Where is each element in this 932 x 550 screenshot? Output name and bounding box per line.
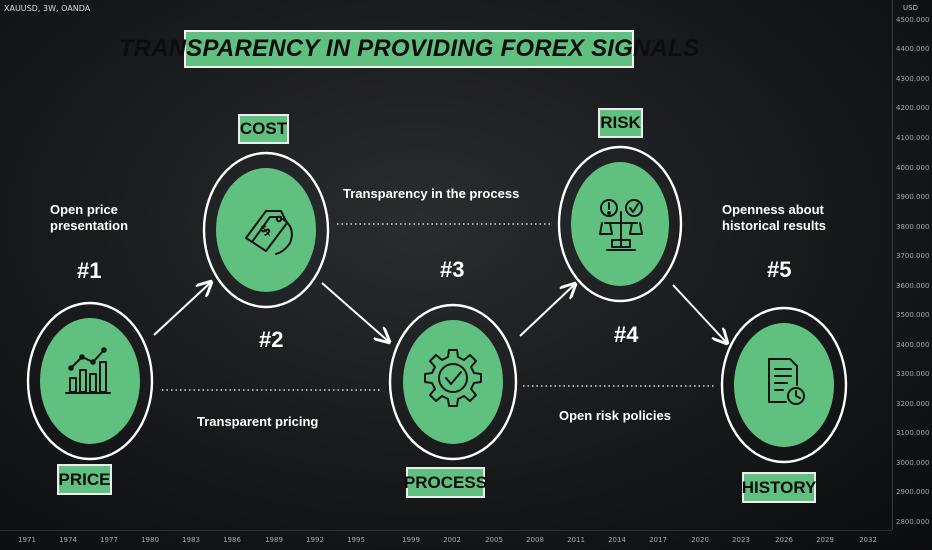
time-tick: 1986 (223, 536, 241, 544)
risk-caption: Open risk policies (559, 408, 671, 423)
time-tick: 2005 (485, 536, 503, 544)
chart-symbol[interactable]: XAUUSD, 3W, OANDA (4, 4, 91, 13)
price-tick: 3900.000 (896, 193, 930, 201)
cost-circle (202, 151, 330, 309)
price-tick: 4400.000 (896, 45, 930, 53)
cost-label: COST (238, 114, 289, 144)
step-number-1: #1 (77, 258, 102, 283)
time-tick: 2011 (567, 536, 585, 544)
time-tick: 1999 (402, 536, 420, 544)
price-tick: 3100.000 (896, 429, 930, 437)
process-caption: Transparency in the process (343, 186, 520, 201)
time-axis-line (0, 530, 892, 531)
risk-label: RISK (598, 108, 643, 138)
price-tick: 4500.000 (896, 16, 930, 24)
price-axis-line (892, 0, 893, 530)
step-number-5: #5 (767, 257, 792, 282)
step-number-4: #4 (614, 322, 639, 347)
time-tick: 2023 (732, 536, 750, 544)
history-caption: Openness about historical results (722, 202, 827, 233)
price-tick: 3000.000 (896, 459, 930, 467)
time-tick: 2026 (775, 536, 793, 544)
time-tick: 1983 (182, 536, 200, 544)
price-tick: 3300.000 (896, 370, 930, 378)
bar-chart-icon (65, 347, 111, 394)
price-tick: 4000.000 (896, 164, 930, 172)
time-tick: 2017 (649, 536, 667, 544)
price-tick: 3700.000 (896, 252, 930, 260)
balance-scale-icon (599, 199, 643, 251)
time-tick: 2029 (816, 536, 834, 544)
arrow-right-down (321, 282, 388, 341)
price-tick: 3500.000 (896, 311, 930, 319)
price-tick: 3800.000 (896, 223, 930, 231)
price-tick: 4100.000 (896, 134, 930, 142)
gear-check-icon (424, 349, 482, 407)
price-tick: 3400.000 (896, 341, 930, 349)
arrow-right-up (153, 283, 210, 336)
time-tick: 2014 (608, 536, 626, 544)
time-tick: 1980 (141, 536, 159, 544)
title-text: TRANSPARENCY IN PROVIDING FOREX SIGNALS (118, 35, 700, 62)
arrow-right-up (519, 285, 574, 337)
process-label: PROCESS (404, 467, 487, 498)
history-circle (720, 306, 848, 464)
time-tick: 2008 (526, 536, 544, 544)
time-tick: 2020 (691, 536, 709, 544)
price-axis-currency: USD (903, 4, 918, 12)
price-tick: 4300.000 (896, 75, 930, 83)
time-tick: 1977 (100, 536, 118, 544)
infographic-title: TRANSPARENCY IN PROVIDING FOREX SIGNALS (119, 30, 699, 68)
infographic-art: $ (26, 145, 848, 464)
clock-document-icon (768, 358, 805, 405)
time-tick: 1995 (347, 536, 365, 544)
price-tick: 2900.000 (896, 488, 930, 496)
arrow-right-down (672, 284, 726, 342)
price-label: PRICE (57, 464, 112, 495)
history-label: HISTORY (742, 472, 816, 503)
time-tick: 1974 (59, 536, 77, 544)
price-tick: 4200.000 (896, 104, 930, 112)
price-caption: Open price presentation (50, 202, 129, 233)
time-tick: 1992 (306, 536, 324, 544)
time-tick: 2002 (443, 536, 461, 544)
time-tick: 2032 (859, 536, 877, 544)
step-number-2: #2 (259, 327, 284, 352)
cost-caption: Transparent pricing (197, 414, 319, 429)
price-tick: 2800.000 (896, 518, 930, 526)
price-tick: 3600.000 (896, 282, 930, 290)
step-number-3: #3 (440, 257, 465, 282)
price-tick: 3200.000 (896, 400, 930, 408)
time-tick: 1971 (18, 536, 36, 544)
time-tick: 1989 (265, 536, 283, 544)
